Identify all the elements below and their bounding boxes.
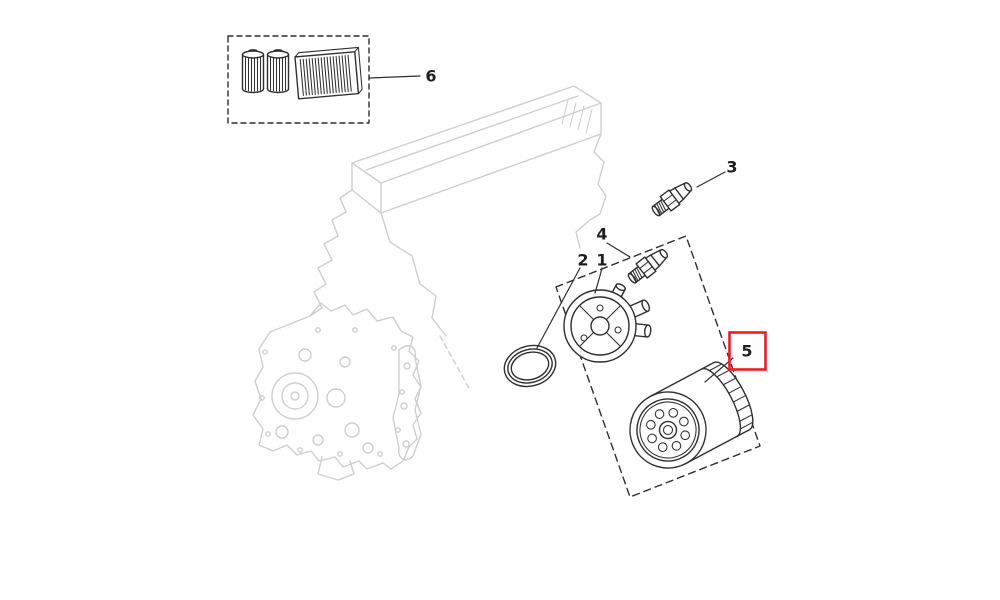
part-1-oil-cooler[interactable] (563, 283, 652, 363)
callout-2[interactable]: 2 (577, 251, 588, 270)
leader-lines (368, 75, 734, 383)
leader-3 (696, 171, 726, 188)
assembly-group-outline (555, 235, 761, 498)
callout-6[interactable]: 6 (425, 67, 436, 86)
callout-5[interactable]: 5 (741, 342, 752, 361)
kit-oil-filter-a (241, 49, 265, 94)
callout-4[interactable]: 4 (596, 225, 607, 244)
part-3-union-fitting[interactable] (648, 177, 697, 221)
engine-ghost (252, 85, 607, 481)
kit-oil-filter-b (266, 49, 290, 94)
part-5-highlight-box (728, 331, 767, 371)
callout-labels: 1 2 3 4 5 6 (425, 67, 752, 361)
callout-1[interactable]: 1 (596, 251, 607, 270)
leader-6 (368, 75, 421, 79)
callout-3[interactable]: 3 (726, 158, 737, 177)
kit-air-filter (294, 46, 363, 100)
part-5-oil-filter[interactable] (617, 357, 761, 482)
leader-2 (536, 267, 581, 349)
part-6-filter-kit[interactable] (227, 35, 370, 124)
leader-4 (606, 242, 631, 258)
leader-1 (594, 267, 603, 294)
part-2-seal-ring[interactable] (500, 340, 561, 392)
